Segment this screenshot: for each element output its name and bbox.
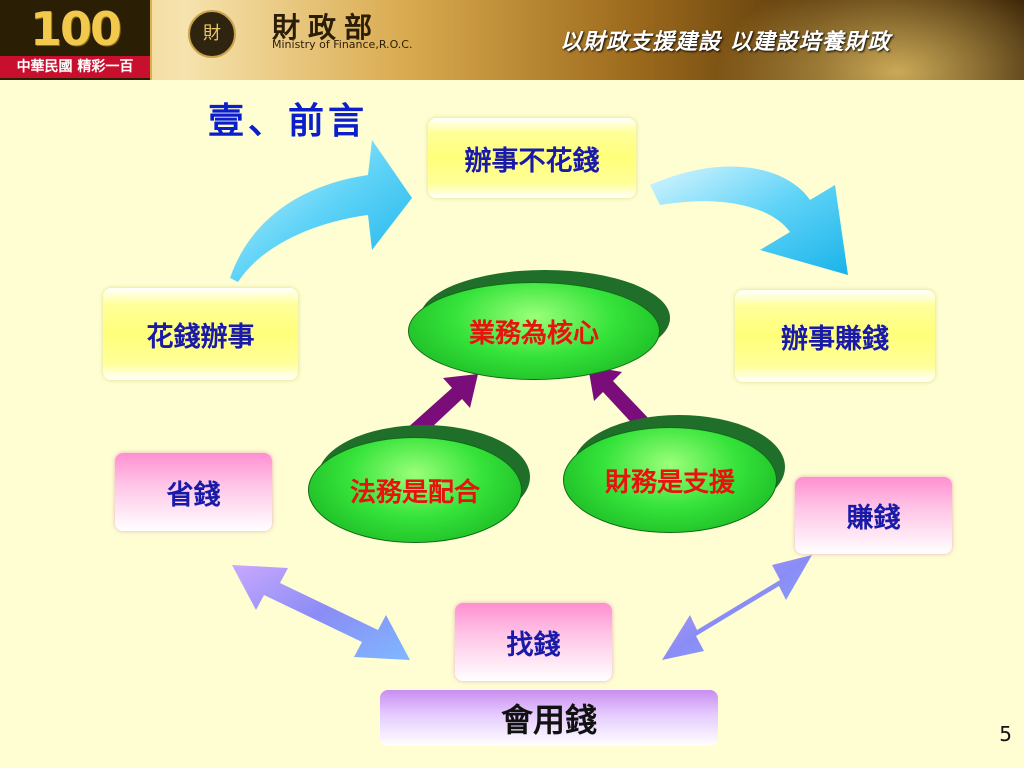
logo-caption: 中華民國 精彩一百: [0, 56, 150, 78]
slide-title: 壹、前言: [208, 100, 369, 142]
oval-finance: 財務是支援: [563, 427, 777, 533]
oval-law: 法務是配合: [308, 437, 522, 543]
header-banner: 100 中華民國 精彩一百 財 財政部 Ministry of Finance,…: [0, 0, 1024, 80]
ministry-seal-icon: 財: [188, 10, 236, 58]
slogan: 以財政支援建設 以建設培養財政: [560, 29, 891, 55]
curved-arrow-left-to-top: [230, 140, 412, 282]
ministry-name: 財政部: [272, 11, 381, 44]
box-use-money-wisely: 會用錢: [380, 690, 718, 746]
banner-shine: [700, 0, 1024, 80]
ministry-name-english: Ministry of Finance,R.O.C.: [272, 38, 413, 51]
box-find-money: 找錢: [455, 603, 612, 681]
logo-digits: 100: [29, 2, 122, 56]
box-earn-money: 賺錢: [795, 477, 952, 554]
box-spend-to-do: 花錢辦事: [103, 288, 298, 380]
oval-core-group: 業務為核心: [408, 270, 670, 382]
oval-core: 業務為核心: [408, 282, 660, 380]
box-do-and-earn: 辦事賺錢: [735, 290, 935, 382]
double-arrow-find-earn: [662, 555, 812, 660]
purple-arrow-finance-to-core: [588, 366, 651, 432]
oval-law-group: 法務是配合: [308, 425, 530, 543]
oval-finance-group: 財務是支援: [563, 415, 785, 533]
double-arrow-save-find: [232, 565, 410, 660]
centennial-logo: 100 中華民國 精彩一百: [0, 0, 152, 80]
box-save-money: 省錢: [115, 453, 272, 531]
box-no-spend: 辦事不花錢: [428, 118, 636, 198]
curved-arrow-top-to-right: [650, 166, 848, 275]
page-number: 5: [999, 722, 1012, 746]
